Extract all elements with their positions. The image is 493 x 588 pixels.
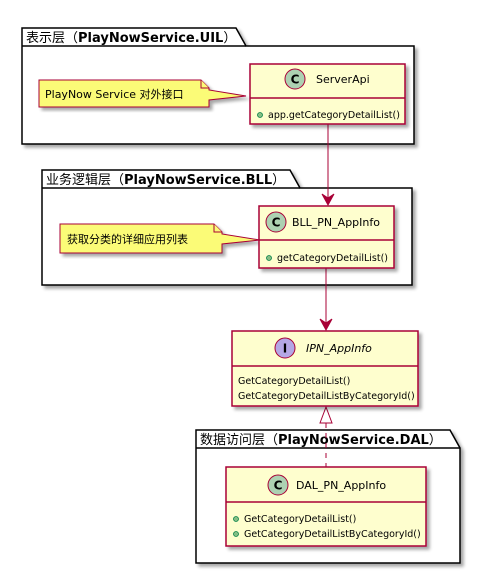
method-item: app.getCategoryDetailList(): [268, 110, 400, 121]
public-method-icon: [233, 516, 239, 522]
class-icon: [265, 211, 287, 233]
package-ui-title: 表示层（PlayNowService.UIL）: [26, 31, 236, 46]
class-stereotype: C: [272, 216, 281, 230]
method-item: GetCategoryDetailListByCategoryId(): [238, 391, 415, 402]
note-bll-text: 获取分类的详细应用列表: [67, 232, 188, 246]
edge-serverapi-to-bll: [321, 124, 335, 207]
note-ui: PlayNow Service 对外接口: [38, 79, 247, 108]
note-ui-text: PlayNow Service 对外接口: [45, 87, 184, 101]
class-serverapi[interactable]: C ServerApi app.getCategoryDetailList(): [249, 63, 406, 125]
arrowhead-icon: [319, 318, 333, 332]
public-method-icon: [257, 112, 263, 118]
arrowhead-icon: [321, 193, 335, 207]
public-method-icon: [266, 255, 272, 261]
class-icon: [284, 68, 306, 90]
note-bll: 获取分类的详细应用列表: [59, 223, 261, 254]
class-stereotype: C: [274, 479, 283, 493]
interface-ipn-appinfo[interactable]: I IPN_AppInfo GetCategoryDetailList() Ge…: [231, 330, 419, 407]
interface-name: IPN_AppInfo: [306, 342, 372, 355]
class-dal-pn-appinfo[interactable]: C DAL_PN_AppInfo GetCategoryDetailList()…: [225, 466, 427, 547]
class-dal-name: DAL_PN_AppInfo: [296, 479, 386, 492]
interface-icon: [274, 337, 296, 359]
package-dal-title: 数据访问层（PlayNowService.DAL）: [200, 433, 442, 448]
class-bll-name: BLL_PN_AppInfo: [292, 216, 380, 229]
method-item: getCategoryDetailList(): [277, 253, 388, 264]
method-item: GetCategoryDetailList(): [244, 514, 356, 525]
package-bll-title: 业务逻辑层（PlayNowService.BLL）: [46, 172, 285, 188]
public-method-icon: [233, 531, 239, 537]
interface-stereotype: I: [283, 342, 287, 356]
method-item: GetCategoryDetailList(): [238, 376, 350, 387]
class-icon: [267, 474, 289, 496]
edge-dal-implements-interface: [319, 405, 333, 467]
class-stereotype: C: [291, 73, 300, 87]
class-bll-pn-appinfo[interactable]: C BLL_PN_AppInfo getCategoryDetailList(): [258, 205, 395, 269]
class-serverapi-name: ServerApi: [316, 73, 370, 86]
method-item: GetCategoryDetailListByCategoryId(): [244, 529, 421, 540]
realization-triangle-icon: [319, 405, 333, 424]
edge-bll-to-interface: [319, 268, 333, 332]
